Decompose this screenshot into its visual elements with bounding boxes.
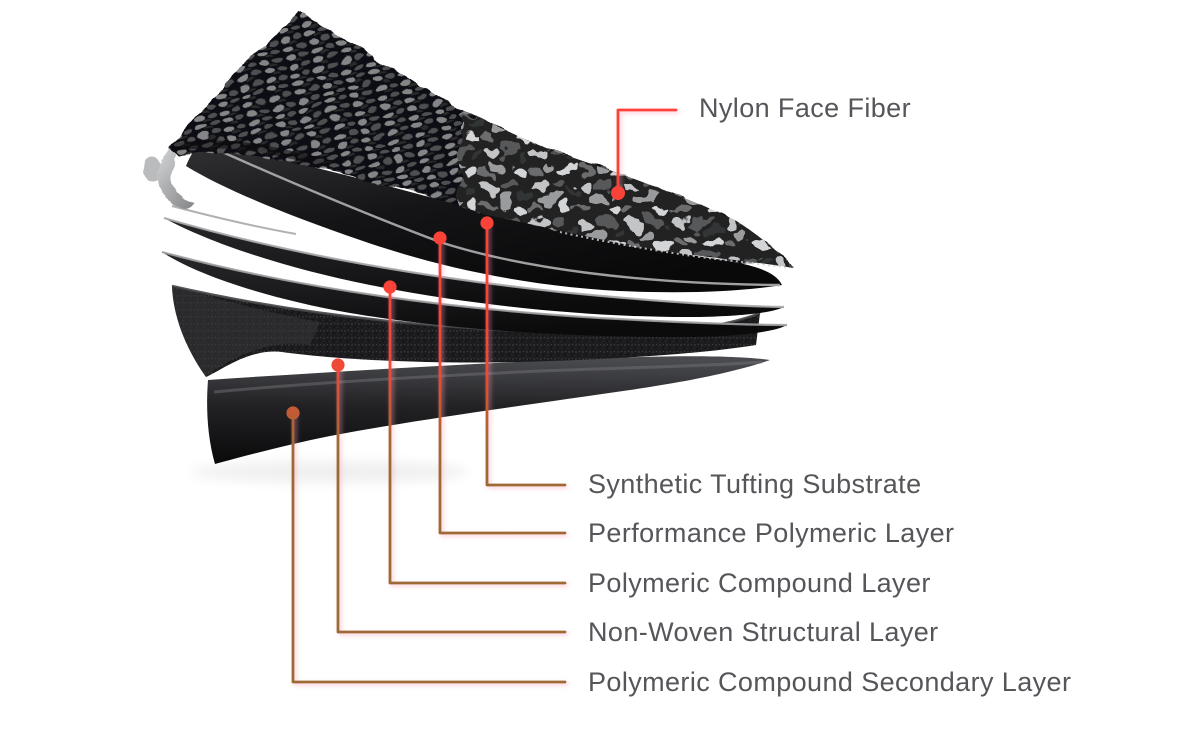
- ground-shadow: [190, 461, 470, 483]
- leader-line-performance-polymeric-layer: [438, 236, 567, 535]
- layer-shape-polymeric-compound-secondary: [207, 356, 770, 464]
- stitch-edge-detail: [559, 231, 791, 269]
- layer-shape-performance-polymeric: [163, 216, 785, 318]
- marker-dot-polymeric-compound-layer: [383, 280, 397, 294]
- marker-dot-nylon-face-fiber: [611, 186, 625, 200]
- leader-line-nylon-face-fiber: [616, 108, 678, 195]
- leader-dots: [286, 186, 625, 420]
- label-nylon-face-fiber: Nylon Face Fiber: [699, 93, 911, 123]
- leader-line-non-woven-structural-layer: [336, 363, 567, 634]
- carpet-curl-edge: [143, 150, 196, 207]
- marker-dot-performance-polymeric-layer: [433, 231, 447, 245]
- label-polymeric-compound-secondary-layer: Polymeric Compound Secondary Layer: [588, 667, 1072, 697]
- label-synthetic-tufting-substrate: Synthetic Tufting Substrate: [588, 469, 922, 499]
- leader-line-polymeric-compound-layer: [388, 285, 567, 585]
- leader-line-polymeric-compound-secondary-layer: [291, 411, 567, 684]
- leader-lines: [291, 108, 678, 684]
- leader-line-synthetic-tufting-substrate: [485, 221, 567, 487]
- layer-shape-polymeric-compound: [161, 250, 788, 338]
- marker-dot-synthetic-tufting-substrate: [480, 216, 494, 230]
- marker-dot-polymeric-compound-secondary-layer: [286, 406, 300, 420]
- marker-dot-non-woven-structural-layer: [331, 358, 345, 372]
- label-performance-polymeric-layer: Performance Polymeric Layer: [588, 518, 955, 548]
- label-non-woven-structural-layer: Non-Woven Structural Layer: [588, 617, 939, 647]
- label-polymeric-compound-layer: Polymeric Compound Layer: [588, 568, 931, 598]
